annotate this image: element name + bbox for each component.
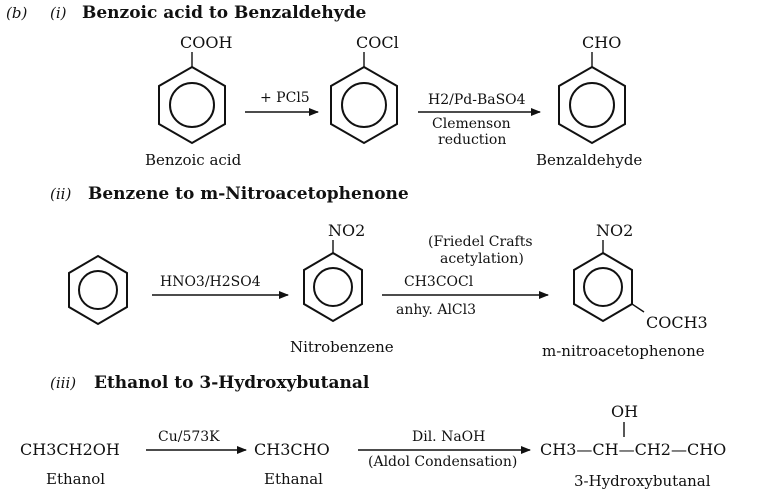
arrow-ii-2-note-2: acetylation) <box>440 251 524 267</box>
arrow-iii-1-reagent: Cu/573K <box>158 429 220 445</box>
section-i-number: (i) <box>50 4 67 22</box>
hydroxybutanal-substituent: OH <box>611 402 638 421</box>
benzoic-acid-structure <box>158 52 226 145</box>
arrow-ii-2-reagent: CH3COCl <box>404 274 474 290</box>
benzene-structure <box>68 254 128 326</box>
arrow-iii-2-reagent: Dil. NaOH <box>412 429 485 445</box>
benzaldehyde-group: CHO <box>582 33 621 52</box>
hydroxybutanal-formula: CH3—CH—CH2—CHO <box>540 440 726 459</box>
section-ii-title: Benzene to m-Nitroacetophenone <box>88 184 409 204</box>
arrow-ii-2-note-1: (Friedel Crafts <box>428 234 533 250</box>
nitrobenzene-name: Nitrobenzene <box>290 338 394 356</box>
ethanol-formula: CH3CH2OH <box>20 440 120 459</box>
nitrobenzene-structure <box>303 240 363 323</box>
section-iii-number: (iii) <box>50 374 76 392</box>
arrow-iii-2-condition: (Aldol Condensation) <box>368 454 517 470</box>
benzoyl-chloride-structure <box>330 52 398 145</box>
part-label: (b) <box>6 4 27 22</box>
benzaldehyde-name: Benzaldehyde <box>536 151 642 169</box>
arrow-ii-2-condition: anhy. AlCl3 <box>396 302 476 318</box>
m-nitroacetophenone-nitro-group: NO2 <box>596 221 633 240</box>
section-i-title: Benzoic acid to Benzaldehyde <box>82 3 367 23</box>
nitrobenzene-group: NO2 <box>328 221 365 240</box>
section-iii-title: Ethanol to 3-Hydroxybutanal <box>94 373 370 393</box>
ethanol-name: Ethanol <box>46 470 105 488</box>
arrow-i-2-condition-1: Clemenson <box>432 116 511 132</box>
hydroxybutanal-name: 3-Hydroxybutanal <box>574 472 711 490</box>
benzaldehyde-structure <box>558 52 626 145</box>
m-nitroacetophenone-name: m-nitroacetophenone <box>542 342 705 360</box>
m-nitroacetophenone-structure <box>573 240 645 323</box>
arrow-ii-1-reagent: HNO3/H2SO4 <box>160 274 261 290</box>
ethanal-formula: CH3CHO <box>254 440 330 459</box>
m-nitroacetophenone-acetyl-group: COCH3 <box>646 313 708 332</box>
benzoic-acid-name: Benzoic acid <box>145 151 242 169</box>
ethanal-name: Ethanal <box>264 470 323 488</box>
benzoic-acid-group: COOH <box>180 33 232 52</box>
arrow-i-2-condition-2: reduction <box>438 132 506 148</box>
benzoyl-chloride-group: COCl <box>356 33 399 52</box>
section-ii-number: (ii) <box>50 185 71 203</box>
arrow-i-2-reagent: H2/Pd-BaSO4 <box>428 92 526 108</box>
arrow-i-1-reagent: + PCl5 <box>260 90 310 106</box>
